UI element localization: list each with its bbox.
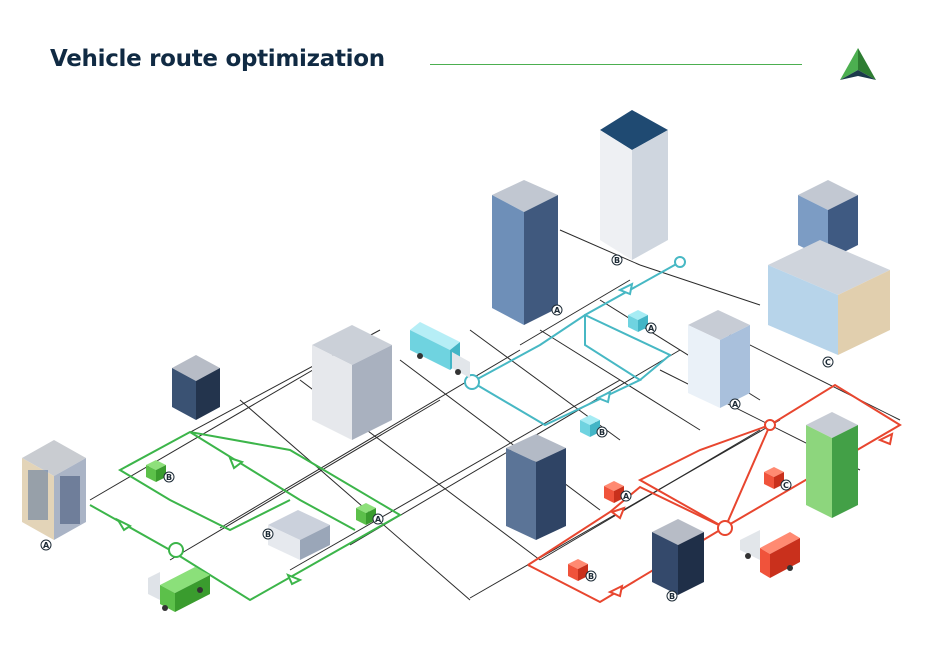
svg-text:B: B (599, 428, 605, 437)
svg-text:A: A (623, 492, 630, 501)
building-label-a: A (40, 539, 52, 551)
building-office-cluster (768, 180, 890, 355)
svg-text:B: B (588, 572, 594, 581)
svg-text:B: B (166, 473, 172, 482)
svg-text:A: A (375, 515, 382, 524)
route-teal (464, 256, 686, 427)
building-left-beige (22, 440, 86, 540)
svg-text:A: A (648, 324, 655, 333)
building-apartment-a (688, 310, 750, 408)
building-house-b (268, 510, 330, 560)
building-dark-b (652, 519, 704, 595)
package-box-red-c: C (764, 467, 792, 491)
page-title: Vehicle route optimization (50, 46, 385, 72)
truck-red (740, 530, 800, 578)
building-blue-tower (492, 180, 558, 325)
building-center-dark (506, 434, 566, 540)
building-label-c: C (822, 356, 834, 368)
package-box-red-b: B (568, 559, 597, 582)
svg-text:B: B (669, 592, 675, 601)
truck-green (148, 567, 210, 612)
svg-text:B: B (265, 530, 271, 539)
building-label-a: A (729, 398, 741, 410)
building-label-b: B (666, 590, 678, 602)
svg-text:B: B (614, 256, 620, 265)
package-box-red-a: A (604, 481, 632, 503)
package-box-teal-a: A (628, 310, 657, 334)
building-label-b: B (611, 254, 623, 266)
building-label-a: A (551, 304, 563, 316)
building-green (806, 412, 858, 518)
title-divider (430, 64, 802, 65)
building-label-b: B (262, 528, 274, 540)
svg-text:C: C (825, 358, 831, 367)
svg-text:A: A (732, 400, 739, 409)
truck-teal (410, 322, 470, 378)
svg-text:A: A (554, 306, 561, 315)
package-box-green-a: A (356, 503, 384, 525)
green-triangle-logo-icon (840, 48, 876, 80)
building-white-tower (600, 110, 668, 260)
building-dark-small (172, 355, 220, 420)
svg-text:A: A (43, 541, 50, 550)
package-box-green-b: B (146, 460, 175, 483)
package-box-teal-b: B (580, 415, 608, 438)
svg-text:C: C (783, 481, 789, 490)
building-center-grey (312, 325, 392, 440)
